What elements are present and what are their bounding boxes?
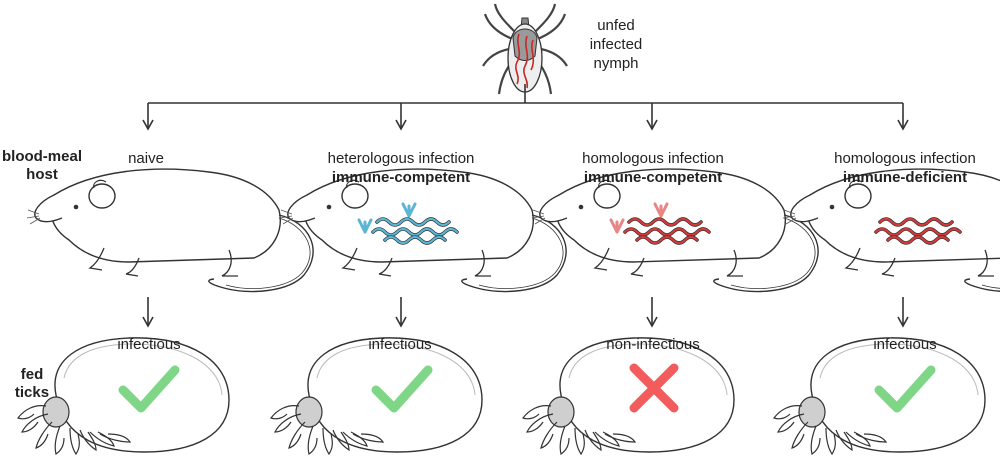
row-label-ticks: fed ticks [2, 366, 62, 402]
column-header-homologous-competent: homologous infection immune-competent [553, 149, 753, 187]
spirochete [375, 217, 451, 227]
column-art [17, 168, 314, 455]
checkmark-icon [118, 365, 180, 413]
outcome-label: infectious [368, 336, 432, 353]
column-art [773, 168, 1000, 455]
column-header-heterologous: heterologous infection immune-competent [301, 149, 501, 187]
row-label-line: host [26, 166, 58, 183]
column-subtitle: immune-competent [331, 169, 471, 186]
outcome-label: infectious [873, 336, 937, 353]
row-label-line: ticks [14, 384, 50, 401]
label-line: unfed [597, 17, 635, 34]
spirochete [874, 227, 962, 237]
column-subtitle: immune-deficient [842, 169, 968, 186]
tick-leg [532, 3, 557, 35]
column-title: heterologous infection [327, 150, 475, 167]
spirochete [383, 235, 447, 245]
spirochete-in-tick [530, 39, 535, 71]
arrow-head [142, 119, 154, 131]
checkmark-icon [371, 365, 433, 413]
arrow-head [646, 119, 658, 131]
column-title: homologous infection [834, 150, 976, 167]
column-header-naive: naive [46, 149, 246, 168]
spirochete [635, 235, 699, 245]
arrow-head [897, 316, 909, 328]
column-title: naive [128, 150, 164, 167]
column-art [522, 168, 819, 455]
tick-leg [493, 3, 518, 35]
spirochete [371, 227, 459, 237]
mouse [782, 168, 1000, 293]
fed-tick [522, 337, 735, 455]
unfed-nymph-tick [482, 3, 568, 95]
spirochete [886, 235, 950, 245]
spirochete-in-tick [523, 35, 529, 89]
outcome-label: infectious [117, 336, 181, 353]
arrow-head [395, 316, 407, 328]
arrow-head [142, 316, 154, 328]
label-line: infected [589, 36, 643, 53]
row-label-host: blood-meal host [0, 148, 84, 184]
spirochete-in-tick [515, 33, 521, 85]
spirochete [878, 217, 954, 227]
column-title: homologous infection [582, 150, 724, 167]
column-subtitle: immune-competent [583, 169, 723, 186]
column-art [270, 168, 567, 455]
cross-icon [629, 363, 679, 413]
arrow-head [897, 119, 909, 131]
outcome-label: non-infectious [606, 336, 700, 353]
label-line: nymph [593, 55, 639, 72]
row-label-line: fed [20, 366, 44, 383]
unfed-infected-nymph-label: unfed infected nymph [556, 16, 676, 73]
column-header-homologous-deficient: homologous infection immune-deficient [805, 149, 1000, 187]
arrow-head [395, 119, 407, 131]
checkmark-icon [874, 365, 936, 413]
arrow-head [646, 316, 658, 328]
spirochete [623, 227, 711, 237]
spirochete [627, 217, 703, 227]
mouse [26, 168, 314, 293]
row-label-line: blood-meal [1, 148, 82, 165]
